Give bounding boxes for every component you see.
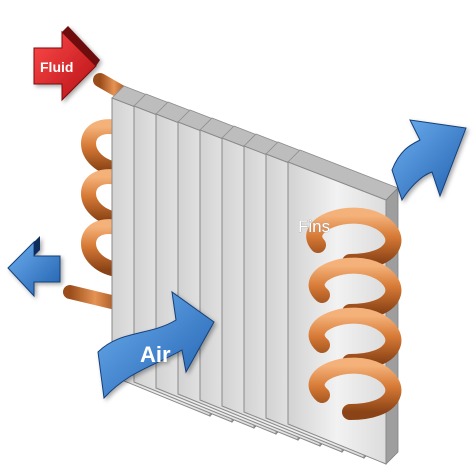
fins-label: Fins: [298, 217, 330, 236]
air-in-arrow: Air: [97, 290, 215, 400]
air-label: Air: [140, 342, 171, 367]
fluid-out-arrow: [7, 236, 61, 298]
fluid-label: Fluid: [40, 59, 73, 75]
front-coil: [306, 207, 402, 420]
air-out-arrow: [391, 119, 467, 202]
fluid-arrow: Fluid: [33, 26, 100, 102]
